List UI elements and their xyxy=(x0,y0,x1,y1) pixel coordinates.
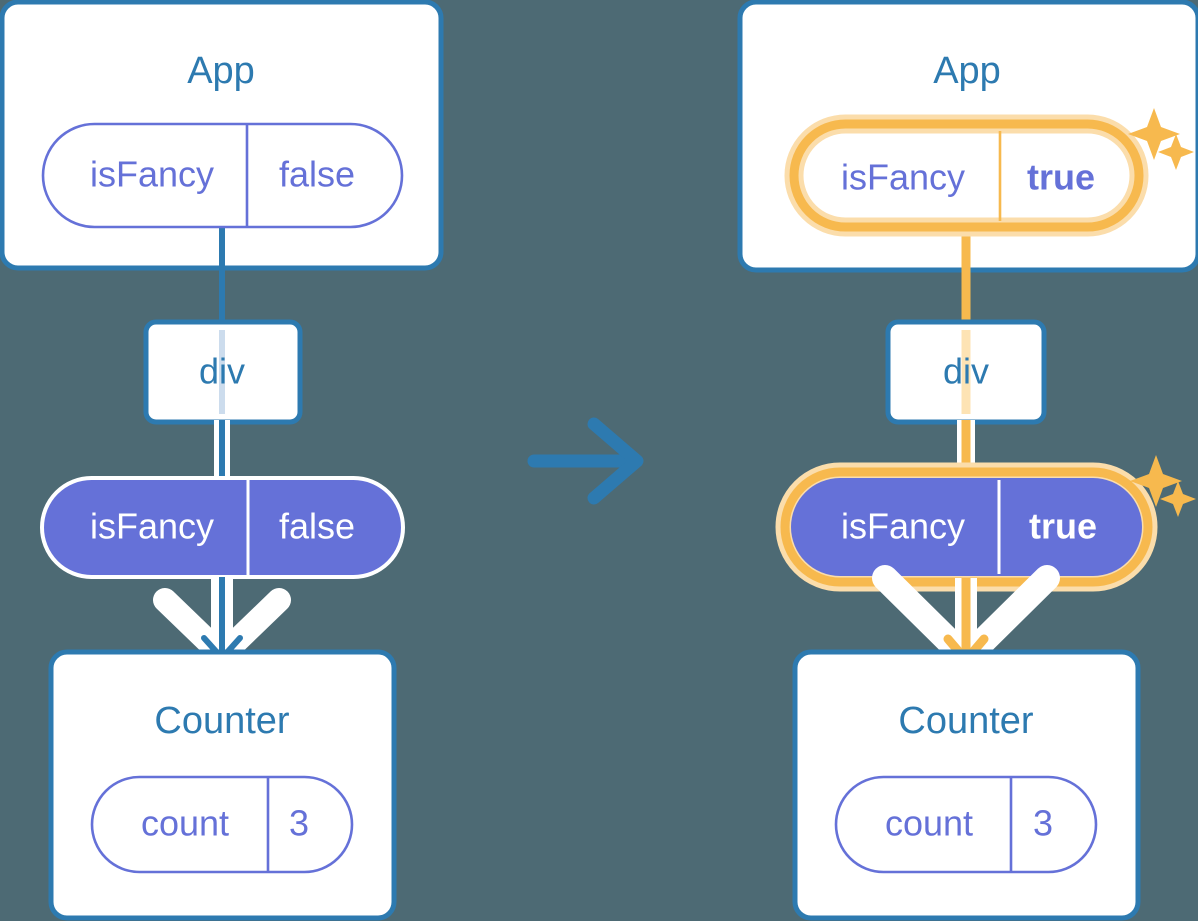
after-counter-state-key: count xyxy=(885,803,973,844)
before-app-state-pill: isFancy false xyxy=(41,122,404,229)
before-app-pill-shape xyxy=(41,122,404,229)
after-prop-pill-shape xyxy=(791,478,1142,576)
after-prop-sparkle-icon xyxy=(1130,455,1196,517)
after-prop-key: isFancy xyxy=(841,506,965,547)
after-app-state-pill: isFancy true xyxy=(784,114,1149,237)
before-app-box: App xyxy=(0,0,444,271)
before-prop-pill: isFancy false xyxy=(40,476,405,579)
before-app-state-key: isFancy xyxy=(90,154,214,195)
after-prop-value: true xyxy=(1029,506,1097,547)
after-app-state-key: isFancy xyxy=(841,157,965,198)
after-app-sparkle-icon xyxy=(1128,108,1194,170)
after-prop-pill: isFancy true xyxy=(775,462,1158,592)
before-counter-pill-shape xyxy=(90,775,354,874)
before-prop-value: false xyxy=(279,506,355,547)
after-div-box: div xyxy=(885,319,1047,425)
after-app-box: App xyxy=(737,0,1198,273)
before-div-label: div xyxy=(199,351,245,392)
before-counter-state-key: count xyxy=(141,803,229,844)
after-counter-state-pill: count 3 xyxy=(834,775,1098,874)
after-counter-state-value: 3 xyxy=(1033,803,1053,844)
after-app-pill-ring xyxy=(789,119,1144,232)
after-counter-box-rect xyxy=(792,649,1141,921)
before-app-title: App xyxy=(187,50,255,92)
after-app-state-value: true xyxy=(1027,157,1095,198)
after-app-title: App xyxy=(933,50,1001,92)
before-counter-box-rect xyxy=(48,649,397,921)
before-counter-box: Counter xyxy=(48,649,397,921)
right-arrow-icon xyxy=(527,417,644,505)
before-counter-state-pill: count 3 xyxy=(90,775,354,874)
before-counter-state-value: 3 xyxy=(289,803,309,844)
after-counter-box: Counter xyxy=(792,649,1141,921)
before-counter-title: Counter xyxy=(154,700,290,742)
before-prop-key: isFancy xyxy=(90,506,214,547)
before-app-state-value: false xyxy=(279,154,355,195)
after-counter-title: Counter xyxy=(898,700,1034,742)
after-div-label: div xyxy=(943,351,989,392)
after-counter-pill-shape xyxy=(834,775,1098,874)
